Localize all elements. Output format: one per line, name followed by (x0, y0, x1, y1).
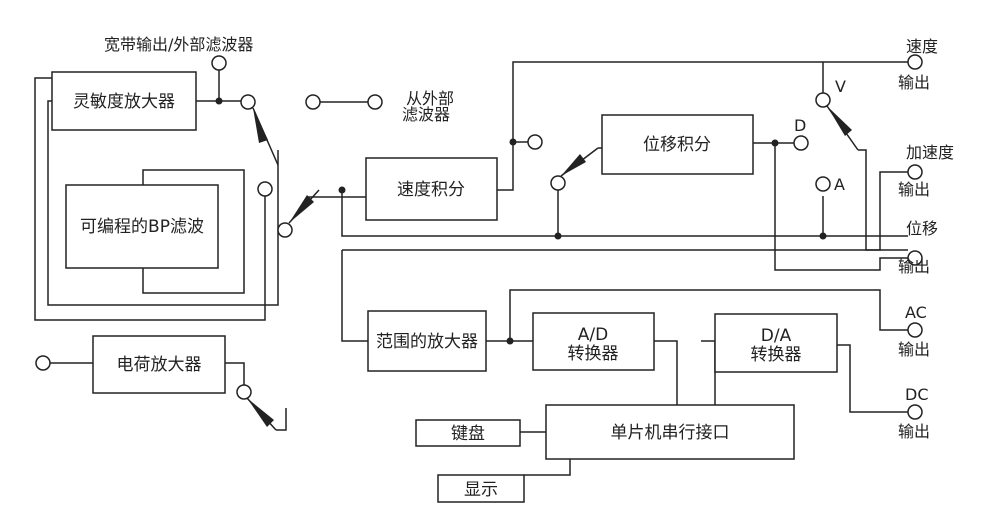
block-label: 可编程的BP滤波 (80, 217, 204, 237)
junction-nodes (215, 97, 827, 345)
terminal-dc-out (907, 404, 923, 420)
label-switch-a: A (834, 175, 845, 194)
switch-arrows (246, 105, 859, 431)
terminal-velocity-out (907, 54, 923, 70)
terminal-d (793, 135, 809, 151)
block-programmable-bp-filter: 可编程的BP滤波 (65, 184, 219, 269)
terminal-switch3-a (236, 384, 252, 400)
terminal-switch2-b (257, 181, 273, 197)
label-from-external-1: 从外部 (406, 89, 454, 108)
labels: 宽带输出/外部滤波器 从外部 滤波器 速度 输出 加速度 输出 位移 输出 AC… (104, 35, 954, 441)
label-displacement: 位移 (906, 219, 938, 238)
block-label: 电荷放大器 (117, 355, 202, 375)
block-label: 显示 (464, 480, 498, 500)
block-label-line2: 转换器 (568, 344, 619, 364)
terminal-velocity-tap (527, 134, 543, 150)
terminal-accel-out (907, 164, 923, 180)
block-label: 键盘 (451, 424, 485, 444)
terminal-external-in (305, 94, 321, 110)
label-switch-d: D (794, 116, 806, 135)
label-dc: DC (905, 385, 929, 404)
block-label-line2: 转换器 (751, 345, 802, 365)
terminal-disp-out (907, 250, 923, 266)
block-mcu-serial-interface: 单片机串行接口 (545, 404, 795, 460)
block-label: 速度积分 (397, 180, 465, 200)
label-acceleration: 加速度 (906, 143, 954, 162)
label-velocity-output: 输出 (898, 73, 930, 92)
label-displacement-output: 输出 (898, 257, 930, 276)
block-label: 单片机串行接口 (611, 423, 730, 443)
terminal-v (815, 92, 831, 108)
block-label-line1: A/D (578, 325, 608, 345)
terminal-ac-out (907, 322, 923, 338)
label-switch-v: V (835, 77, 846, 96)
terminals (35, 54, 923, 420)
label-ac: AC (905, 303, 927, 322)
block-ad-converter: A/D 转换器 (532, 312, 655, 371)
terminal-charge-input (35, 355, 51, 371)
label-ac-output: 输出 (898, 340, 930, 359)
terminal-broadband-output (211, 55, 227, 71)
label-broadband-output: 宽带输出/外部滤波器 (104, 35, 253, 54)
block-da-converter: D/A 转换器 (714, 313, 838, 373)
block-display: 显示 (437, 474, 525, 503)
block-velocity-integral: 速度积分 (365, 157, 498, 221)
terminal-a (815, 176, 831, 192)
wiring (34, 61, 908, 476)
terminal-external-out (367, 94, 383, 110)
block-keyboard: 键盘 (415, 419, 521, 447)
terminal-switch1-a (240, 94, 256, 110)
block-range-amplifier: 范围的放大器 (367, 310, 487, 372)
terminal-switch2-a (277, 222, 293, 238)
block-label: 位移积分 (643, 135, 711, 155)
block-label-line1: D/A (761, 326, 792, 346)
label-dc-output: 输出 (898, 422, 930, 441)
block-label: 灵敏度放大器 (73, 92, 175, 112)
label-from-external-2: 滤波器 (402, 105, 450, 124)
terminal-disp-switch (550, 175, 566, 191)
block-displacement-integral: 位移积分 (601, 114, 754, 175)
label-acceleration-output: 输出 (898, 180, 930, 199)
label-velocity: 速度 (906, 37, 938, 56)
block-label: 范围的放大器 (376, 332, 478, 352)
block-sensitivity-amplifier: 灵敏度放大器 (51, 71, 197, 131)
block-charge-amplifier: 电荷放大器 (92, 335, 226, 394)
